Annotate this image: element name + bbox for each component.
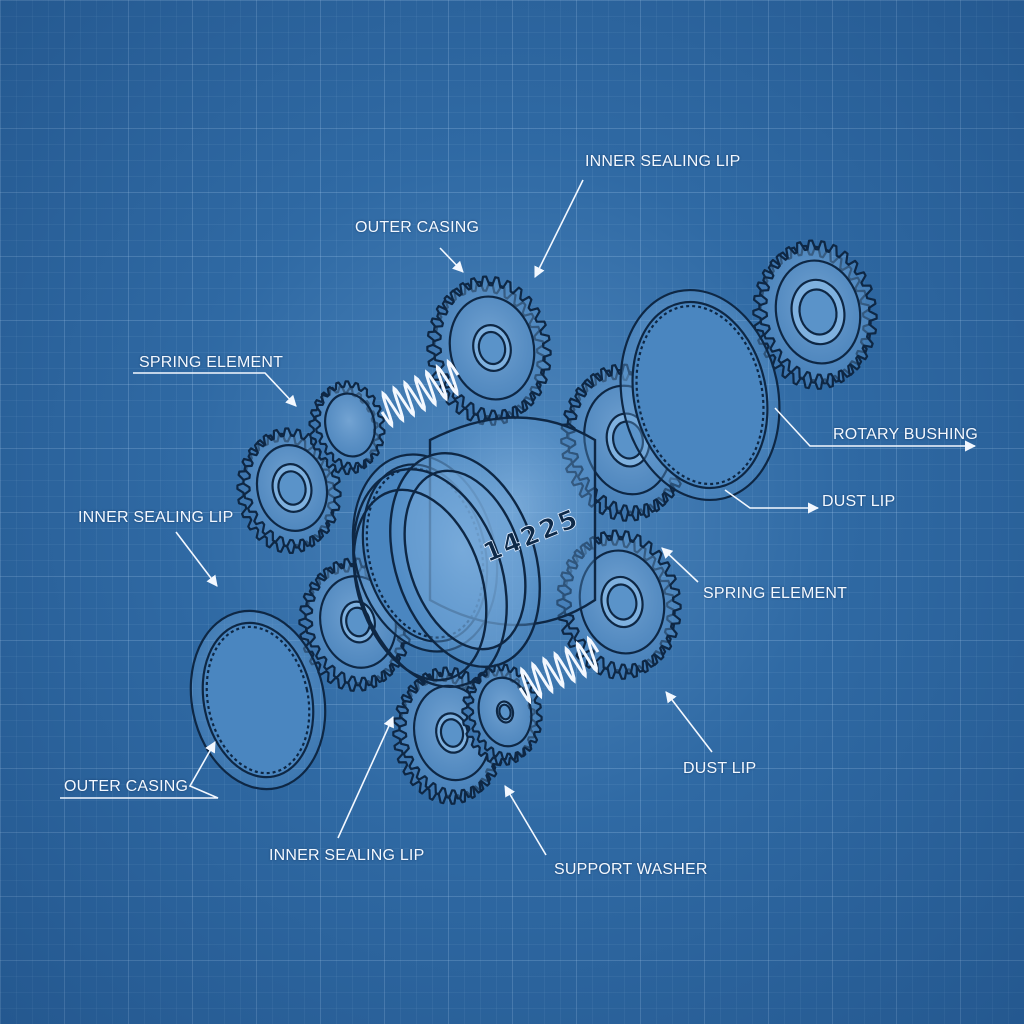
spring-element-upper — [380, 358, 460, 429]
gear-small-lower — [461, 663, 543, 766]
label-dust-lip-bottom: DUST LIP — [683, 760, 757, 777]
label-outer-casing-bottom: OUTER CASING — [64, 778, 189, 795]
label-inner-sealing-lip-top: INNER SEALING LIP — [585, 153, 741, 170]
label-inner-sealing-lip-bottom: INNER SEALING LIP — [269, 847, 425, 864]
seal-ring-dust-lip — [619, 288, 781, 502]
label-spring-element-left: SPRING ELEMENT — [139, 354, 284, 371]
label-inner-sealing-lip-left: INNER SEALING LIP — [78, 509, 234, 526]
spring-retainer-disc — [308, 380, 386, 476]
seal-ring-outer-casing — [189, 609, 327, 791]
label-rotary-bushing: ROTARY BUSHING — [833, 426, 979, 443]
label-outer-casing-top: OUTER CASING — [355, 219, 480, 236]
label-dust-lip-right: DUST LIP — [822, 493, 896, 510]
leader-lines — [60, 179, 977, 856]
central-bushing-body — [352, 416, 597, 689]
label-spring-element-right: SPRING ELEMENT — [703, 585, 848, 602]
gear-rotary-bushing-far — [752, 239, 878, 390]
gear-left-upper — [236, 427, 342, 554]
gear-outer-casing-top — [426, 275, 552, 426]
label-support-washer: SUPPORT WASHER — [554, 861, 708, 878]
spring-element-lower — [518, 635, 600, 705]
